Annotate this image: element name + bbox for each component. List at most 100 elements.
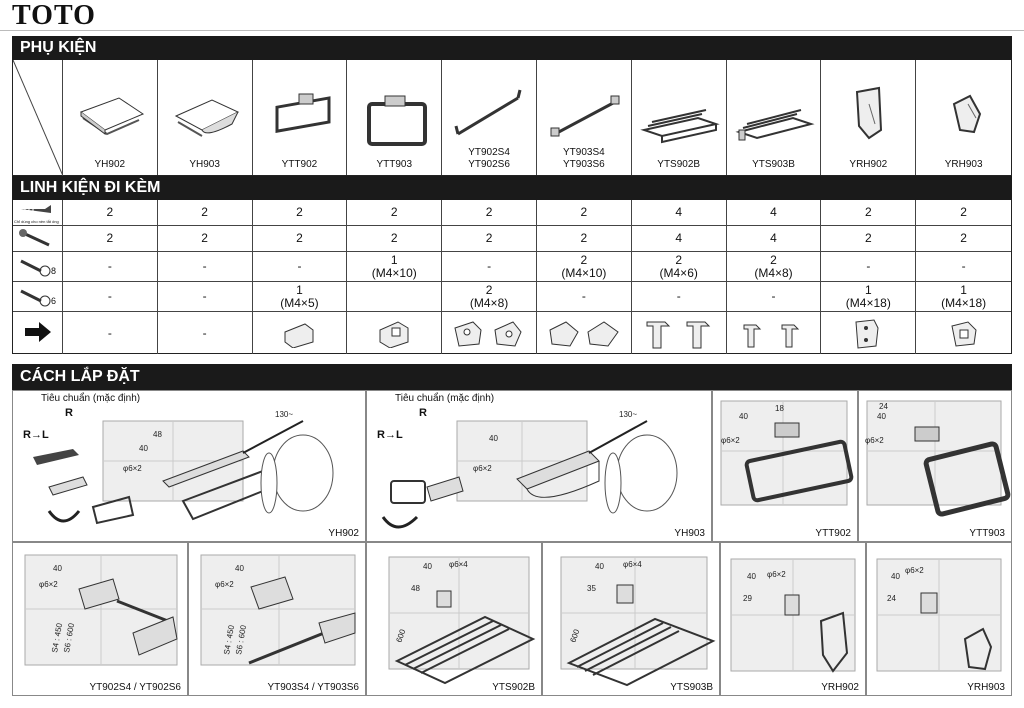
dim-label: φ6×2: [865, 436, 884, 445]
install-panel: 40 24 φ6×2 YTT903: [858, 390, 1012, 542]
product-cell: YRH903: [916, 60, 1011, 175]
product-code: YH903: [189, 159, 220, 170]
qty-cell: -: [158, 312, 253, 354]
qty-cell: 4: [727, 200, 822, 225]
product-cell: YH902: [63, 60, 158, 175]
dim-label: φ6×2: [39, 580, 58, 589]
install-panel: 40 φ6×4 35 600 YTS903B: [542, 542, 720, 696]
product-table: YH902 YH903 YTT902 YTT903 YT902S4 YT902S…: [12, 60, 1012, 176]
accessory-row: Chỉ dùng cho nền tắt ống 2 2 2 2 2 2 4 4…: [13, 200, 1011, 226]
install-model-label: YTS902B: [492, 682, 535, 693]
qty-cell: 2 (M4×8): [442, 282, 537, 311]
product-code: YTS903B: [752, 159, 795, 170]
product-code: YTS902B: [657, 159, 701, 170]
qty-cell: 2: [158, 226, 253, 251]
qty-cell: -: [63, 252, 158, 281]
bracket-icon: [821, 312, 917, 354]
qty-cell: 2: [960, 205, 967, 219]
install-model-label: YH903: [674, 528, 705, 539]
install-panel: Tiêu chuẩn (mặc định) R R→L 130~ 48 40 φ…: [12, 390, 366, 542]
qty-cell: -: [253, 252, 348, 281]
product-code: YT903S4 YT903S6: [563, 147, 605, 170]
paper-holder-curved-icon: [174, 99, 239, 137]
qty-cell: 2: [347, 200, 443, 225]
dim-label: φ6×2: [215, 580, 234, 589]
accessory-row: 2 2 2 2 2 2 4 4 2 2: [13, 226, 1011, 252]
dim-label: 40: [595, 562, 604, 571]
bracket-icon: [442, 312, 537, 354]
qty-cell: 2: [537, 226, 632, 251]
dim-label: 35: [587, 584, 596, 593]
qty-cell: 2: [960, 231, 967, 245]
qty-cell: 2: [821, 200, 917, 225]
qty-cell: 2 (M4×8): [727, 252, 822, 281]
dim-label: 29: [743, 594, 752, 603]
towel-shelf-icon: [640, 109, 720, 144]
bracket-icon: [347, 312, 443, 354]
table-corner: [13, 60, 63, 176]
accessory-table: Chỉ dùng cho nền tắt ống 2 2 2 2 2 2 4 4…: [12, 200, 1012, 354]
product-code: YTT903: [376, 159, 413, 170]
screw-size-label: 8: [51, 266, 57, 276]
qty-cell: 2: [63, 200, 158, 225]
wood-screw-icon: [13, 226, 63, 251]
install-model-label: YH902: [328, 528, 359, 539]
qty-cell: 1 (M4×10): [347, 252, 443, 281]
dim-label: 48: [411, 584, 420, 593]
dim-label: 40: [877, 412, 886, 421]
dim-label: 40: [489, 434, 498, 443]
direction-rl: R→L: [23, 429, 49, 441]
dim-label: 24: [887, 594, 896, 603]
install-model-label: YRH902: [821, 682, 859, 693]
dim-label: φ6×4: [623, 560, 642, 569]
qty-cell: 2: [253, 200, 348, 225]
dim-label: φ6×4: [449, 560, 468, 569]
dim-label: 130~: [619, 410, 637, 419]
qty-cell: -: [727, 282, 822, 311]
product-cell: YT902S4 YT902S6: [442, 60, 537, 175]
qty-cell: [347, 282, 443, 311]
product-cell: YH903: [158, 60, 253, 175]
product-code: YTT902: [281, 159, 318, 170]
bracket-icon: [632, 312, 727, 354]
robe-hook-icon: [856, 86, 883, 140]
direction-rl: R→L: [377, 429, 403, 441]
product-cell: YTT903: [347, 60, 443, 175]
qty-cell: 2: [63, 226, 158, 251]
qty-cell: 2 (M4×10): [537, 252, 632, 281]
product-cell: YTS903B: [727, 60, 822, 175]
install-model-label: YRH903: [967, 682, 1005, 693]
dim-label: 130~: [275, 410, 293, 419]
robe-hook-icon: [953, 94, 982, 134]
dim-label: φ6×2: [767, 570, 786, 579]
install-panel: 40 φ6×2 29 YRH902: [720, 542, 866, 696]
direction-r: R: [65, 407, 73, 419]
bracket-icon: [727, 312, 822, 354]
dim-label: φ6×2: [473, 464, 492, 473]
qty-cell: 4: [632, 226, 727, 251]
towel-bar-icon: [454, 89, 522, 136]
install-note: Tiêu chuẩn (mặc định): [395, 393, 495, 404]
qty-cell: 2: [253, 226, 348, 251]
towel-shelf-icon: [735, 109, 815, 141]
qty-cell: 1 (M4×18): [941, 282, 987, 310]
dim-label: 600: [394, 628, 407, 644]
dim-label: φ6×2: [721, 436, 740, 445]
product-code: YH902: [94, 159, 126, 170]
qty-cell: 4: [632, 200, 727, 225]
accessory-row: 8 - - - 1 (M4×10) - 2 (M4×10) 2 (M4×6) 2…: [13, 252, 1011, 282]
arrow-right-icon: [13, 312, 63, 354]
product-cell: YTS902B: [632, 60, 727, 175]
install-model-label: YTT903: [969, 528, 1005, 539]
dim-label: 18: [775, 404, 784, 413]
qty-cell: 4: [727, 226, 822, 251]
direction-r: R: [419, 407, 427, 419]
anchor-note: Chỉ dùng cho nền tắt ống: [14, 219, 59, 224]
qty-cell: 2: [347, 226, 443, 251]
towel-ring-frame-icon: [367, 95, 428, 146]
install-panel: Tiêu chuẩn (mặc định) R R→L 130~ 40 φ6×2…: [366, 390, 712, 542]
paper-holder-flat-icon: [79, 97, 144, 136]
qty-cell: 2: [158, 200, 253, 225]
install-panel: 40 18 φ6×2 YTT902: [712, 390, 858, 542]
dim-label: 40: [53, 564, 62, 573]
